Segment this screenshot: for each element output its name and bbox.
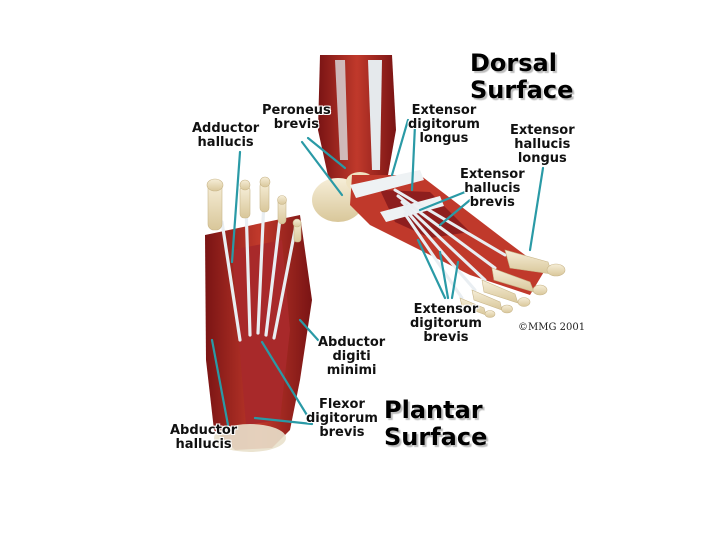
label-line: brevis (273, 117, 319, 132)
label-extensor-hallucis-brevis: Extensor hallucis brevis (460, 168, 525, 210)
label-line: Extensor (510, 123, 575, 138)
label-line: Flexor (319, 397, 365, 412)
dorsal-foot-illustration (312, 55, 566, 318)
label-abductor-hallucis: Abductor hallucis (170, 424, 237, 452)
dorsal-title-line-1: Dorsal (470, 49, 557, 77)
copyright-notice: ©MMG 2001 (518, 322, 586, 333)
dorsal-surface-title: Dorsal Surface (470, 50, 573, 104)
label-line: digitorum (410, 316, 482, 331)
label-line: brevis (319, 425, 365, 440)
label-line: Adductor (192, 121, 260, 136)
label-line: digitorum (408, 117, 480, 132)
label-line: hallucis (464, 181, 521, 196)
plantar-surface-title: Plantar Surface (384, 397, 487, 451)
label-extensor-digitorum-brevis: Extensor digitorum brevis (410, 303, 482, 345)
label-line: Extensor (411, 103, 477, 118)
label-line: Peroneus (262, 103, 331, 118)
label-line: Extensor (413, 302, 479, 317)
label-line: brevis (423, 330, 469, 345)
label-line: hallucis (514, 137, 571, 152)
label-adductor-hallucis: Adductor hallucis (192, 122, 259, 150)
label-line: minimi (326, 363, 377, 378)
leader-lines (210, 118, 545, 427)
label-line: Abductor (318, 335, 386, 350)
label-line: hallucis (197, 135, 254, 150)
dorsal-title-line-2: Surface (470, 76, 574, 104)
label-line: hallucis (175, 437, 232, 452)
label-extensor-hallucis-longus: Extensor hallucis longus (510, 124, 575, 166)
plantar-title-line-1: Plantar (384, 396, 483, 424)
label-abductor-digiti-minimi: Abductor digiti minimi (318, 336, 385, 378)
label-line: digiti (332, 349, 371, 364)
plantar-foot-illustration (205, 176, 312, 452)
label-line: Abductor (170, 423, 238, 438)
plantar-title-line-2: Surface (384, 423, 488, 451)
label-peroneus-brevis: Peroneus brevis (262, 104, 331, 132)
label-extensor-digitorum-longus: Extensor digitorum longus (408, 104, 480, 146)
label-line: Extensor (460, 167, 525, 182)
label-line: longus (419, 131, 469, 146)
label-line: digitorum (306, 411, 378, 426)
label-line: longus (517, 151, 567, 166)
label-line: brevis (469, 195, 515, 210)
label-flexor-digitorum-brevis: Flexor digitorum brevis (306, 398, 378, 440)
